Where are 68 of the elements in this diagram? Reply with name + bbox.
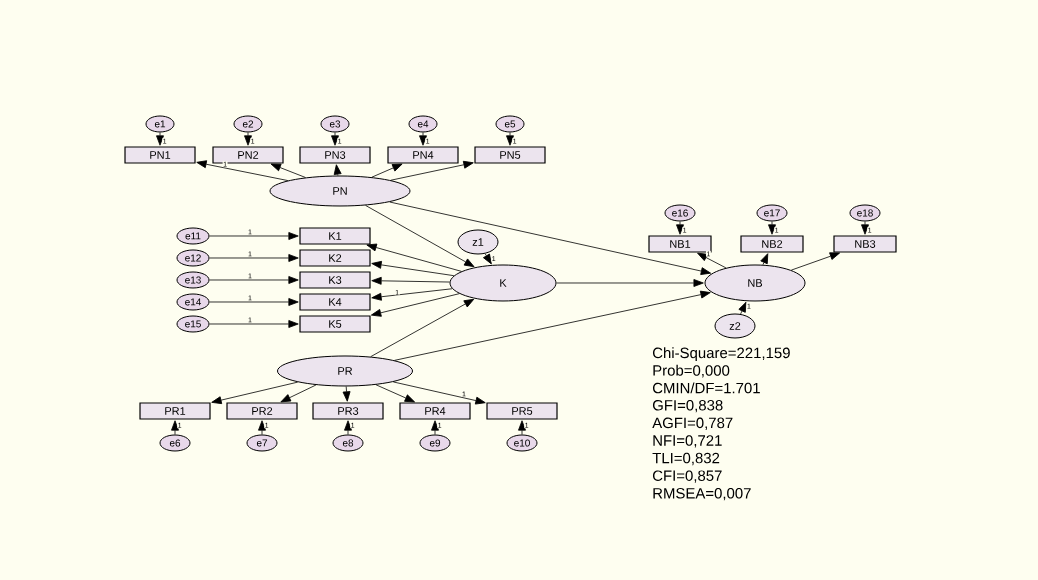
path-arrow — [518, 420, 526, 435]
path-arrow — [419, 132, 427, 146]
path-arrow — [331, 132, 339, 146]
observed-variable-box: NB2 — [740, 235, 804, 253]
observed-variable-box: K1 — [299, 227, 371, 245]
fit-statistic: RMSEA=0,007 — [653, 488, 751, 501]
fit-statistic: NFI=0,721 — [653, 435, 722, 448]
path-arrow — [366, 243, 462, 272]
path-arrow — [370, 298, 475, 358]
path-arrow — [676, 221, 684, 235]
observed-variable-box: K5 — [299, 315, 371, 333]
path-arrow — [371, 163, 403, 178]
fit-statistic: CFI=0,857 — [652, 470, 722, 483]
path-arrow — [342, 386, 351, 402]
observed-variable-box: PN1 — [124, 146, 196, 164]
observed-variable-box: PR3 — [312, 402, 384, 420]
path-arrow — [371, 288, 453, 301]
path-arrow — [270, 163, 306, 178]
fit-statistic: GFI=0,838 — [652, 400, 723, 413]
observed-variable-box: K3 — [299, 271, 371, 289]
fit-statistic: AGFI=0,787 — [652, 417, 733, 430]
path-arrow — [431, 420, 439, 435]
path-arrow — [333, 164, 342, 176]
path-arrow — [483, 253, 492, 265]
observed-variable-box: NB3 — [833, 235, 897, 253]
path-arrow — [556, 279, 704, 287]
path-arrow — [390, 160, 474, 181]
path-arrow — [760, 253, 769, 266]
path-arrow — [209, 232, 299, 240]
path-arrow — [209, 298, 299, 306]
observed-variable-box: PN4 — [387, 146, 459, 164]
path-arrow — [389, 201, 712, 275]
path-arrow — [211, 381, 299, 405]
path-arrow — [861, 221, 869, 235]
fit-statistic: CMIN/DF=1.701 — [652, 382, 760, 394]
path-arrow — [506, 132, 514, 146]
path-arrow — [209, 276, 299, 284]
observed-variable-box: PR1 — [139, 402, 211, 420]
path-arrow — [790, 252, 841, 271]
path-arrow — [209, 320, 299, 328]
path-arrow — [392, 381, 486, 405]
path-arrow — [365, 205, 475, 268]
observed-variable-box: K2 — [299, 249, 371, 267]
path-arrow — [280, 384, 317, 403]
path-arrow — [738, 301, 747, 315]
path-arrow — [258, 420, 266, 435]
path-arrow — [344, 420, 352, 435]
fit-statistic: Prob=0,000 — [653, 364, 730, 378]
fit-statistic: TLI=0,832 — [652, 452, 720, 466]
path-arrow — [768, 221, 776, 235]
path-arrow — [171, 420, 179, 435]
path-arrow — [196, 160, 289, 181]
path-arrow — [371, 276, 450, 285]
path-arrow — [209, 254, 299, 262]
path-arrow — [370, 293, 460, 317]
fit-statistic: Chi-Square=221,159 — [652, 347, 790, 362]
observed-variable-box: PR4 — [399, 402, 471, 420]
observed-variable-box: PN3 — [299, 146, 371, 164]
path-arrow — [697, 252, 727, 269]
path-arrow — [375, 384, 415, 403]
observed-variable-box: PN5 — [474, 146, 546, 164]
path-arrow — [394, 290, 711, 361]
path-arrow — [371, 260, 455, 277]
observed-variable-box: PR5 — [486, 402, 558, 420]
path-arrow — [156, 132, 164, 146]
observed-variable-box: K4 — [299, 293, 371, 311]
observed-variable-box: PR2 — [226, 402, 298, 420]
path-arrow — [244, 132, 252, 146]
